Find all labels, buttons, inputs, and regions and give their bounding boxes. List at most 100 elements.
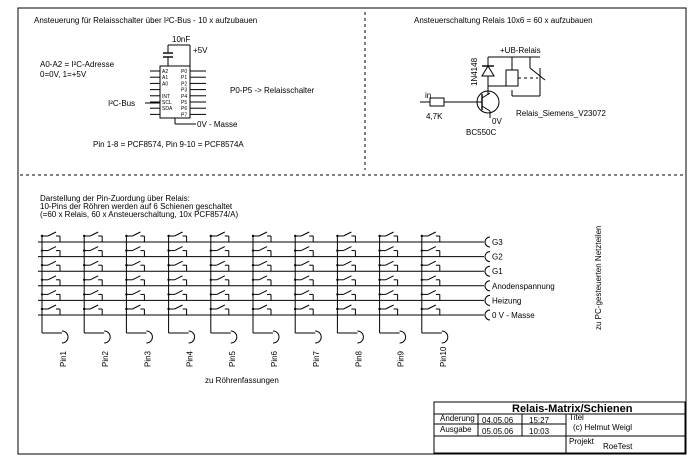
i2c-heading: Ansteuerung für Relaisschalter über I²C-… [34,16,257,25]
chip-pin-left-label: INT [162,94,170,100]
junction-dot [167,293,170,296]
junction-dot [209,249,212,252]
junction-dot [40,249,44,252]
switch-blade [132,275,141,281]
switch-blade [132,304,141,310]
relay-label: Relais_Siemens_V23072 [516,109,606,118]
junction-dot [336,234,339,238]
chip-pin-left-label: A1 [162,75,168,81]
address-line-2: 0=0V, 1=+5V [40,70,87,79]
drawing-title: Relais-Matrix/Schienen [512,403,633,415]
switch-blade [132,260,141,266]
switch-blade [174,304,183,310]
resistor-label: 4,7K [426,112,443,121]
pin-label: Pin10 [439,346,448,367]
junction-dot [83,249,86,252]
rail-label: G1 [492,267,503,276]
junction-dot [125,264,128,267]
bus-label: I²C-Bus [108,99,135,108]
junction-dot [125,307,128,311]
junction-dot [125,234,128,238]
transistor-label: BC550C [466,128,496,137]
chip-pin-right-label: P5 [181,100,187,106]
matrix-desc-1: Darstellung der Pin-Zuordung über Relais… [40,194,190,203]
junction-dot [378,278,381,281]
drawing-border [17,7,687,455]
junction-dot [378,249,381,252]
junction-dot [40,307,44,311]
diode-label: 1N4148 [470,57,479,86]
switch-blade [427,275,437,281]
driver-section: Ansteuerschaltung Relais 10x6 = 60 x auf… [414,16,606,137]
switch-blade [216,231,226,237]
junction-dot [420,278,423,281]
junction-dot [167,264,170,267]
switch-blade [258,246,268,252]
junction-dot [336,278,339,281]
author: (c) Helmut Weigl [573,423,632,432]
matrix-desc-2: 10-Pins der Röhren werden auf 6 Schienen… [40,202,233,211]
switch-blade [216,275,226,281]
switch-blade [174,260,183,266]
outputs-label: P0-P5 -> Relaisschalter [230,86,315,95]
junction-dot [336,307,339,311]
junction-dot [378,307,381,311]
switch-blade [132,289,141,295]
switch-blade [385,231,394,237]
junction-dot [209,264,212,267]
junction-dot [251,307,255,311]
chip-pin-right-label: P1 [181,75,187,81]
switch-blade [216,246,226,252]
switch-blade [47,304,57,310]
switch-blade [47,260,57,266]
junction-dot [294,264,297,267]
junction-dot [40,234,44,238]
pin-connector [399,330,407,344]
chip-pin-right-label: P4 [181,94,187,100]
junction-dot [294,293,297,296]
junction-dot [209,307,212,311]
pin-label: Pin9 [397,350,406,367]
switch-blade [427,246,437,252]
driver-heading: Ansteuerschaltung Relais 10x6 = 60 x auf… [414,16,593,25]
rail-connector [484,280,491,292]
relay-coil [505,69,519,87]
pin-connector [61,330,69,344]
bottom-label: zu Röhrenfassungen [205,376,279,385]
i2c-section: Ansteuerung für Relaisschalter über I²C-… [34,16,315,149]
chip-pin-right-label: P6 [181,106,187,112]
supply-label: +5V [193,46,208,55]
switch-blade [258,231,268,237]
switch-blade [343,260,352,266]
junction-dot [167,234,170,238]
rail-connector [484,236,491,248]
chip-pin-right-label: P3 [181,88,187,94]
project-label: Projekt [569,437,595,446]
switch-blade [47,275,57,281]
switch-blade [89,289,99,295]
switch-blade [343,231,352,237]
junction-dot [251,234,255,238]
switch-blade [300,304,310,310]
switch-blade [300,275,310,281]
pin-label: Pin4 [186,350,195,367]
title-block: Relais-Matrix/Schienen Änderung 04.05.06… [433,401,686,454]
pin-connector [146,330,153,344]
junction-dot [40,278,44,281]
switch-blade [343,289,352,295]
switch-blade [216,304,226,310]
pin-label: Pin1 [59,350,68,367]
rail-label: Anodenspannung [492,282,555,291]
chip-pin-right-label: P0 [181,69,187,75]
switch-blade [258,289,268,295]
resistor-symbol [429,97,445,107]
pin-label: Pin7 [312,350,321,367]
project-name: RoeTest [603,442,633,451]
rail-connector [484,309,491,321]
switch-blade [89,246,99,252]
switch-blade [300,231,310,237]
pin-connector [188,330,196,344]
